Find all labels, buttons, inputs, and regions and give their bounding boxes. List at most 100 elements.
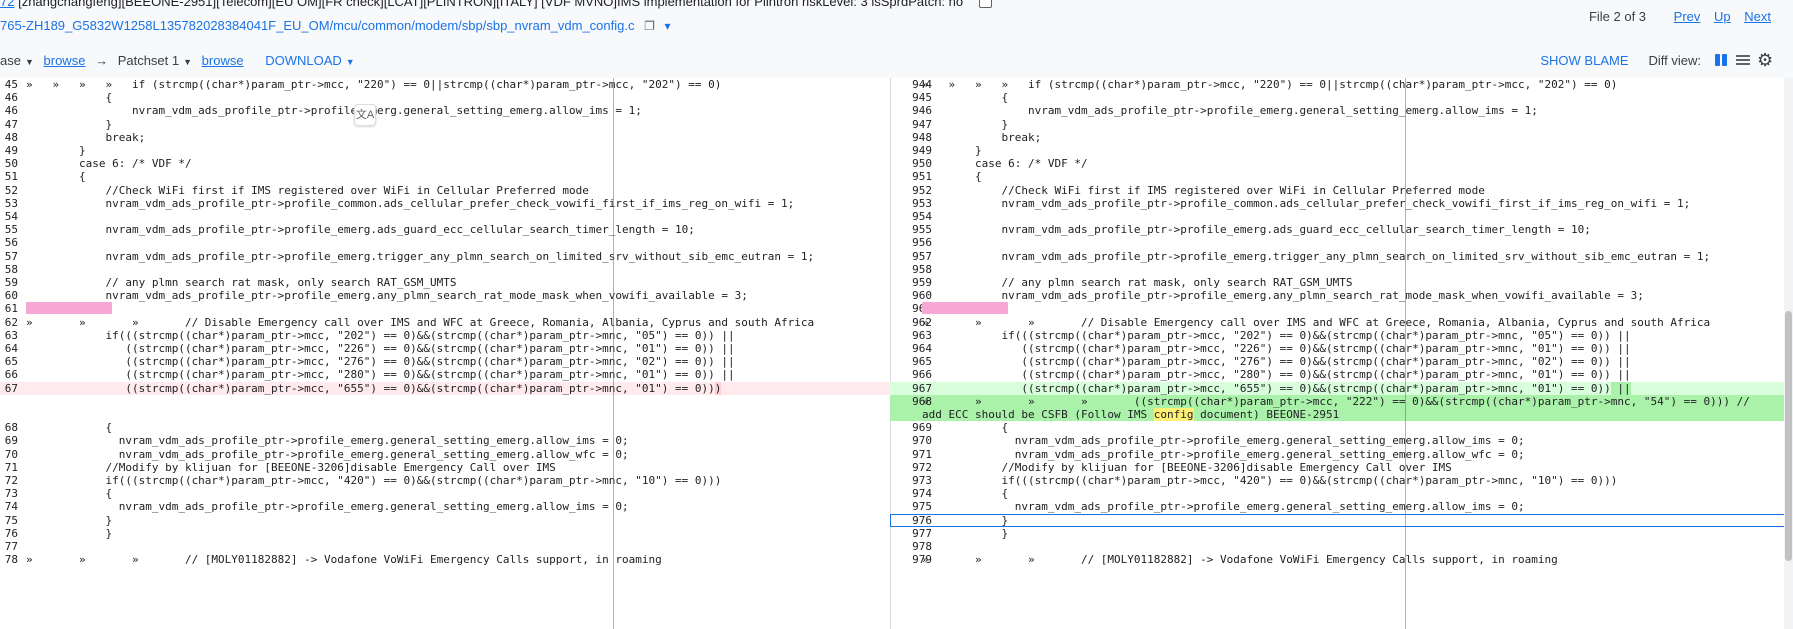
line-number[interactable]: 970 xyxy=(912,434,932,448)
line-number[interactable]: 967 xyxy=(912,381,932,395)
line-number[interactable]: 69 xyxy=(4,434,18,448)
line-number[interactable]: 63 xyxy=(4,328,18,342)
line-number[interactable]: 67 xyxy=(4,381,18,395)
diff-line xyxy=(0,395,890,421)
line-number[interactable]: 64 xyxy=(4,342,18,355)
line-number[interactable]: 46 xyxy=(4,104,18,118)
line-number[interactable]: 955 xyxy=(912,223,932,237)
line-number[interactable]: 972 xyxy=(912,460,932,474)
line-number[interactable]: 73 xyxy=(4,487,18,501)
line-number[interactable]: 951 xyxy=(912,170,932,184)
download-button[interactable]: DOWNLOAD▼ xyxy=(265,53,355,68)
line-number[interactable]: 54 xyxy=(4,210,18,223)
line-number[interactable]: 969 xyxy=(912,421,932,435)
line-number[interactable]: 978 xyxy=(912,540,932,553)
line-number[interactable]: 66 xyxy=(4,368,18,382)
caret-down-icon[interactable]: ▾ xyxy=(664,19,671,33)
line-number[interactable]: 60 xyxy=(4,289,18,303)
line-number[interactable]: 65 xyxy=(4,355,18,369)
line-number[interactable]: 959 xyxy=(912,276,932,289)
unified-view-icon[interactable] xyxy=(1735,52,1751,68)
line-number[interactable]: 964 xyxy=(912,342,932,355)
line-number[interactable]: 77 xyxy=(4,540,18,553)
up-link[interactable]: Up xyxy=(1714,9,1731,24)
file-count: File 2 of 3 xyxy=(1588,9,1647,24)
line-number[interactable]: 53 xyxy=(4,196,18,210)
scrollbar-thumb[interactable] xyxy=(1785,311,1792,561)
line-number[interactable]: 947 xyxy=(912,117,932,131)
view-controls: SHOW BLAME Diff view: ⚙ xyxy=(1540,50,1774,70)
prev-file-link[interactable]: Prev xyxy=(1673,9,1701,24)
line-number[interactable]: 48 xyxy=(4,130,18,144)
line-number[interactable]: 957 xyxy=(912,249,932,263)
line-number[interactable]: 963 xyxy=(912,328,932,342)
line-number[interactable]: 56 xyxy=(4,236,18,250)
base-patchset-select[interactable]: ase▼ xyxy=(0,53,34,68)
line-number[interactable]: 965 xyxy=(912,355,932,369)
line-number[interactable]: 966 xyxy=(912,368,932,382)
line-number[interactable]: 74 xyxy=(4,500,18,514)
line-number[interactable]: 956 xyxy=(912,236,932,250)
code-text: if(((strcmp((char*)param_ptr->mcc, "420"… xyxy=(26,474,722,487)
diff-line: 973 if(((strcmp((char*)param_ptr->mcc, "… xyxy=(890,474,1788,487)
line-number[interactable]: 62 xyxy=(4,315,18,329)
line-number[interactable]: 979 xyxy=(912,553,932,567)
code-text: //Check WiFi first if IMS registered ove… xyxy=(922,183,1485,197)
side-by-side-icon[interactable] xyxy=(1713,52,1729,68)
line-number[interactable]: 58 xyxy=(4,262,18,276)
scrollbar[interactable] xyxy=(1784,78,1793,629)
line-number[interactable]: 72 xyxy=(4,474,18,487)
line-number[interactable]: 945 xyxy=(912,91,932,105)
line-number[interactable]: 946 xyxy=(912,104,932,118)
change-number-link[interactable]: 72 xyxy=(0,0,15,9)
line-number[interactable]: 950 xyxy=(912,157,932,171)
diff-line: 964 ((strcmp((char*)param_ptr->mcc, "226… xyxy=(890,342,1788,355)
line-number[interactable]: 55 xyxy=(4,223,18,237)
line-number[interactable]: 78 xyxy=(4,553,18,567)
line-number[interactable]: 76 xyxy=(4,526,18,540)
line-number[interactable]: 57 xyxy=(4,249,18,263)
line-number[interactable]: 47 xyxy=(4,117,18,131)
line-number[interactable]: 971 xyxy=(912,447,932,461)
line-number[interactable]: 46 xyxy=(4,91,18,105)
next-file-link[interactable]: Next xyxy=(1744,9,1771,24)
line-number[interactable]: 968 xyxy=(912,394,932,408)
line-number[interactable]: 49 xyxy=(4,144,18,157)
line-number[interactable]: 962 xyxy=(912,315,932,329)
line-number[interactable]: 944 xyxy=(912,78,932,91)
gear-icon[interactable]: ⚙ xyxy=(1757,50,1774,70)
line-number[interactable]: 974 xyxy=(912,487,932,501)
line-number[interactable]: 973 xyxy=(912,474,932,487)
line-number[interactable]: 45 xyxy=(4,78,18,91)
line-number[interactable]: 953 xyxy=(912,196,932,210)
translate-icon[interactable]: 文A xyxy=(354,104,376,126)
line-number[interactable]: 70 xyxy=(4,447,18,461)
code-text: { xyxy=(922,170,982,184)
browse-patchset-link[interactable]: browse xyxy=(201,53,244,68)
line-number[interactable]: 68 xyxy=(4,421,18,435)
copy-icon[interactable]: ❐ xyxy=(644,19,655,33)
reviewed-checkbox[interactable] xyxy=(978,0,992,8)
line-number[interactable]: 52 xyxy=(4,183,18,197)
file-path[interactable]: 765-ZH189_G5832W1258L135782028384041F_EU… xyxy=(0,18,635,33)
line-number[interactable]: 958 xyxy=(912,262,932,276)
line-number[interactable]: 952 xyxy=(912,183,932,197)
line-number[interactable]: 948 xyxy=(912,130,932,144)
line-number[interactable]: 949 xyxy=(912,144,932,157)
line-number[interactable]: 75 xyxy=(4,513,18,527)
browse-base-link[interactable]: browse xyxy=(43,53,86,68)
line-number[interactable]: 50 xyxy=(4,157,18,171)
line-number[interactable]: 71 xyxy=(4,460,18,474)
line-number[interactable]: 960 xyxy=(912,289,932,303)
show-blame-button[interactable]: SHOW BLAME xyxy=(1540,52,1629,68)
line-number[interactable]: 976 xyxy=(912,513,932,527)
line-number[interactable]: 51 xyxy=(4,170,18,184)
diff-line: 60 nvram_vdm_ads_profile_ptr->profile_em… xyxy=(0,289,890,302)
diff-line: 61 xyxy=(0,302,890,315)
line-number[interactable]: 954 xyxy=(912,210,932,223)
line-number[interactable]: 59 xyxy=(4,276,18,289)
line-number[interactable]: 975 xyxy=(912,500,932,514)
line-number[interactable]: 61 xyxy=(4,302,18,316)
patchset-select[interactable]: Patchset 1▼ xyxy=(117,53,193,68)
line-number[interactable]: 977 xyxy=(912,526,932,540)
